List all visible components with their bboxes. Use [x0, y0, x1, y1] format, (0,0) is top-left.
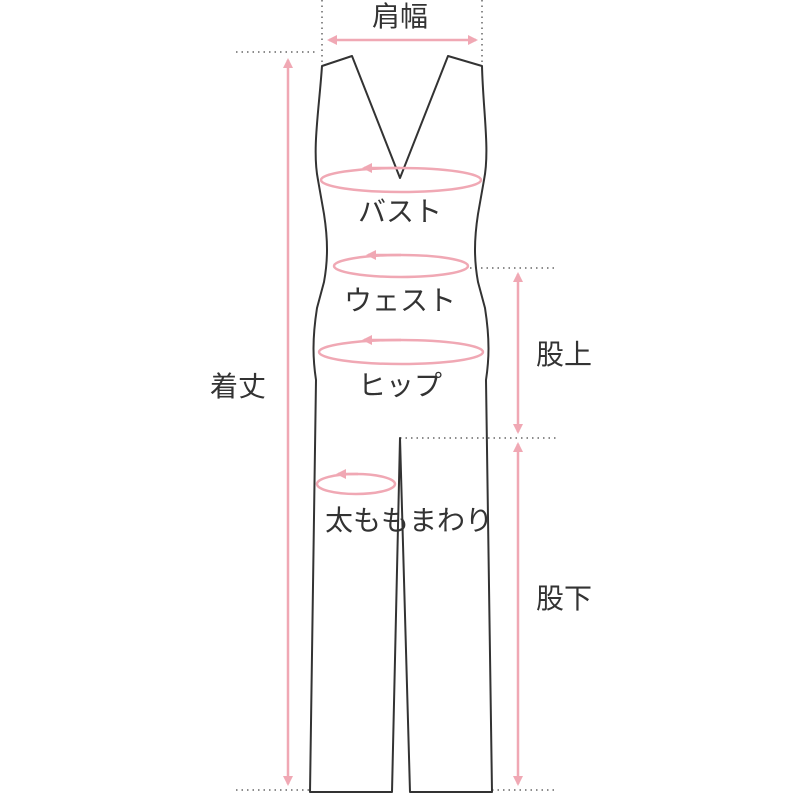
jumpsuit-outline [309, 55, 493, 793]
rise-label: 股上 [536, 338, 592, 371]
hip-label: ヒップ [358, 369, 442, 402]
hip-ellipse [317, 338, 485, 366]
inseam-label: 股下 [536, 582, 592, 615]
bust-label: バスト [358, 195, 442, 228]
guide-lines [236, 0, 556, 791]
waist-label: ウェスト [344, 284, 456, 317]
total-length-label: 着丈 [210, 370, 266, 403]
measurements [283, 35, 523, 786]
waist-ellipse [332, 253, 470, 279]
shoulder-width-label: 肩幅 [372, 0, 428, 33]
thigh-label: 太ももまわり [325, 504, 493, 537]
thigh-ellipse [315, 472, 397, 496]
jumpsuit-body [309, 55, 493, 793]
labels: 肩幅 バスト ウェスト ヒップ 太ももまわり 着丈 股上 股下 [210, 0, 592, 615]
bust-ellipse [319, 166, 483, 194]
